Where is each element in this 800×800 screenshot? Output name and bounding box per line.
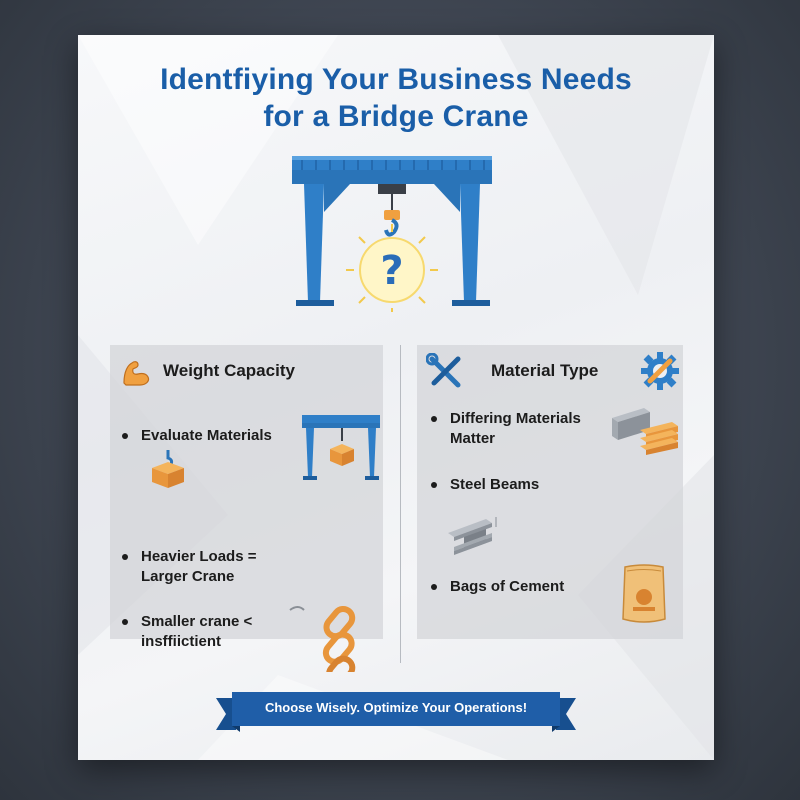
bullet-text: Evaluate Materials [141,427,272,444]
weight-capacity-heading: Weight Capacity [163,361,295,380]
material-type-heading: Material Type [491,361,599,380]
bullet-text: Differing Materials Matter [450,410,581,447]
bullet-bags-of-cement: Bags of Cement [431,577,611,597]
bullet-differing-materials: Differing Materials Matter [431,409,611,449]
banner-ribbon [216,692,576,732]
bullet-dot [122,619,128,625]
beams-and-planks-icon [612,408,678,455]
bullet-dot [431,482,437,488]
bullet-dot [431,416,437,422]
cement-bag-icon [622,564,666,623]
steel-beam-icon [448,517,497,555]
bullet-heavier-loads: Heavier Loads = Larger Crane [122,547,302,587]
bullet-evaluate-materials: Evaluate Materials [122,426,302,446]
bullet-text: Steel Beams [450,476,540,493]
weight-capacity-panel [110,345,383,639]
bullet-smaller-crane: Smaller crane < insffiictient [122,612,292,652]
page-title: Identfiying Your Business Needs for a Br… [78,61,714,135]
bullet-dot [431,584,437,590]
gantry-crane-with-question-mark-icon: ? [292,156,492,312]
title-line-2: for a Bridge Crane [263,100,529,133]
gear-wrench-icon [641,352,679,390]
bullet-steel-beams: Steel Beams [431,475,611,495]
wrench-screwdriver-icon [426,353,461,388]
question-mark-glyph: ? [380,248,403,294]
bullet-text: Bags of Cement [450,578,565,595]
bullet-text: Smaller crane < insffiictient [141,613,253,650]
panel-divider [400,345,401,663]
infographic-card: Identfiying Your Business Needs for a Br… [78,35,714,760]
bullet-dot [122,433,128,439]
broken-chain-icon [289,605,356,672]
flexed-arm-icon [123,361,150,386]
box-on-hook-icon [152,450,184,488]
bullet-text: Heavier Loads = Larger Crane [141,548,257,585]
bullet-dot [122,554,128,560]
title-line-1: Identfiying Your Business Needs [160,63,632,96]
small-crane-with-box-icon [302,415,380,480]
banner-text: Choose Wisely. Optimize Your Operations! [264,700,528,715]
